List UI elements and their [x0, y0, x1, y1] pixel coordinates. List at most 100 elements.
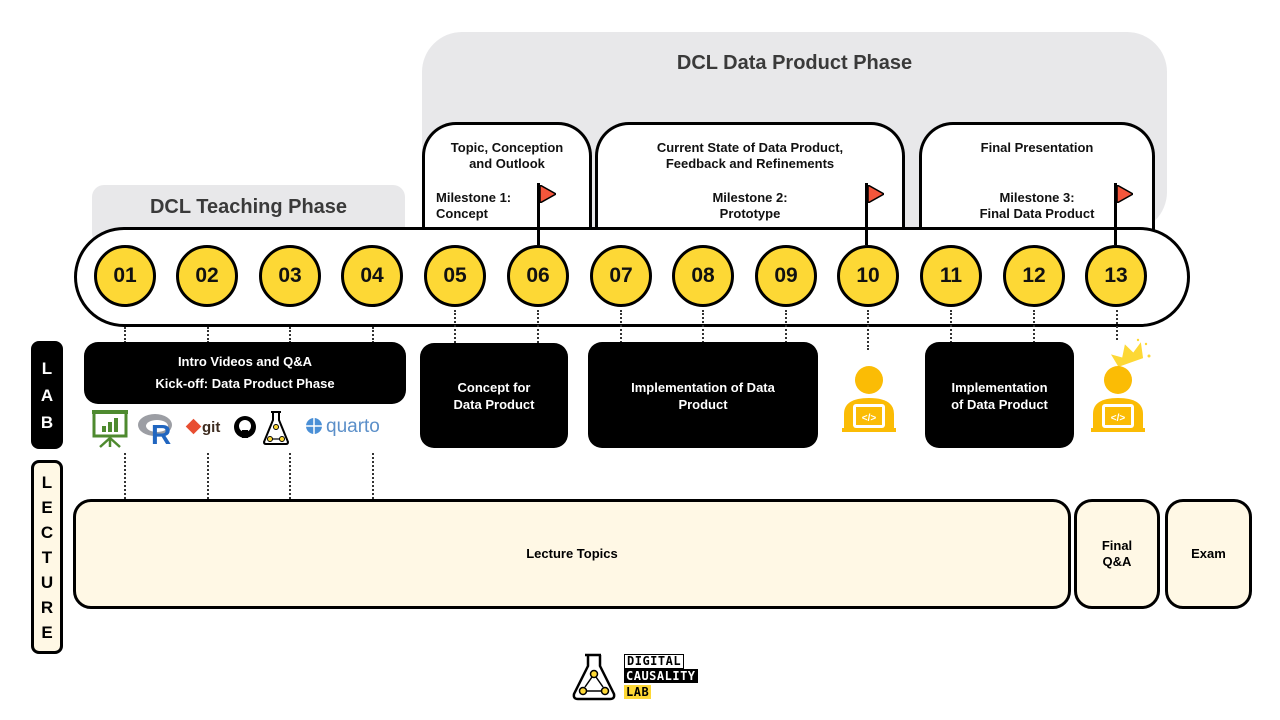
week-10: 10: [837, 245, 899, 307]
lecture-letter: T: [41, 547, 53, 567]
connector-04: [372, 327, 374, 343]
lab-letter: A: [40, 385, 54, 405]
quarto-logo: quarto: [304, 414, 400, 440]
connector-07: [620, 310, 622, 343]
week-06: 06: [507, 245, 569, 307]
week-02: 02: [176, 245, 238, 307]
milestone-3-flag-icon: [1114, 183, 1134, 245]
lecture-letter: E: [41, 497, 53, 517]
lab-intro-line1: Intro Videos and Q&A: [177, 354, 313, 369]
lab-concept-line1: Concept for: [457, 379, 531, 395]
milestone-1-name: Concept: [436, 206, 488, 221]
lab-impl2-line1: Implementation: [951, 380, 1048, 395]
lab-concept-box: Concept for Data Product: [420, 343, 568, 448]
logo-line-causality: CAUSALITY: [624, 669, 698, 683]
milestone-1-label: Milestone 1: Concept: [436, 190, 511, 222]
connector-03: [289, 327, 291, 343]
git-logo: git: [185, 416, 231, 440]
connector-01: [124, 327, 126, 343]
milestone-2-topic: Current State of Data Product, Feedback …: [600, 140, 900, 172]
logo-line-digital: DIGITAL: [624, 654, 685, 669]
week-03: 03: [259, 245, 321, 307]
week-01: 01: [94, 245, 156, 307]
lecture-connector-04: [372, 453, 374, 499]
week-07: 07: [590, 245, 652, 307]
exam-box: Exam: [1165, 499, 1252, 609]
dcl-flask-logo: [262, 410, 290, 446]
milestone-2-box: [595, 122, 905, 232]
milestone-3-number: Milestone 3:: [999, 190, 1075, 205]
week-12: 12: [1003, 245, 1065, 307]
digital-causality-lab-logo: DIGITAL CAUSALITY LAB: [570, 652, 712, 702]
final-qa-line1: Final: [1101, 538, 1133, 553]
lab-intro-box: Intro Videos and Q&A Kick-off: Data Prod…: [84, 342, 406, 404]
connector-09: [785, 310, 787, 343]
milestone-1-topic-line2: and Outlook: [469, 156, 545, 171]
svg-text:</>: </>: [862, 413, 877, 424]
lecture-topics-box: Lecture Topics: [73, 499, 1071, 609]
milestone-3-name: Final Data Product: [979, 206, 1095, 221]
connector-10: [867, 310, 869, 350]
milestone-1-number: Milestone 1:: [436, 190, 512, 205]
developer-winner-icon: </>: [1089, 364, 1147, 434]
milestone-2-name: Prototype: [719, 206, 781, 221]
lab-intro-line2: Kick-off: Data Product Phase: [155, 376, 335, 391]
svg-text:quarto: quarto: [326, 416, 380, 437]
lecture-side-label: L E C T U R E: [31, 460, 63, 654]
presentation-icon: [92, 410, 128, 448]
github-logo: [233, 415, 257, 439]
lab-impl1-line1: Implementation of Data: [631, 380, 775, 395]
milestone-2-topic-line2: Feedback and Refinements: [665, 156, 835, 171]
connector-11: [950, 310, 952, 343]
svg-text:git: git: [202, 419, 220, 436]
lecture-letter: R: [40, 597, 54, 617]
r-logo: R: [137, 411, 177, 450]
week-13: 13: [1085, 245, 1147, 307]
lab-letter: B: [40, 412, 54, 432]
lab-letter: L: [41, 358, 53, 378]
milestone-3-topic: Final Presentation: [980, 140, 1094, 155]
final-qa-line2: Q&A: [1102, 554, 1132, 569]
logo-line-lab: LAB: [624, 685, 652, 699]
milestone-1-topic: Topic, Conception and Outlook: [430, 140, 584, 172]
connector-02: [207, 327, 209, 343]
lab-implementation-box-1: Implementation of Data Product: [588, 342, 818, 448]
milestone-1-topic-line1: Topic, Conception: [450, 140, 564, 155]
connector-06: [537, 310, 539, 343]
connector-08: [702, 310, 704, 343]
week-05: 05: [424, 245, 486, 307]
connector-13: [1116, 310, 1118, 340]
milestone-1-box: [422, 122, 592, 232]
svg-text:</>: </>: [1111, 413, 1126, 424]
week-08: 08: [672, 245, 734, 307]
milestone-2-label: Milestone 2: Prototype: [680, 190, 820, 222]
lab-impl1-line2: Product: [678, 397, 728, 412]
lecture-connector-01: [124, 453, 126, 499]
teaching-phase-title: DCL Teaching Phase: [149, 196, 348, 218]
lab-impl2-line2: of Data Product: [951, 397, 1048, 412]
lab-side-label: L A B: [31, 341, 63, 449]
lecture-letter: C: [40, 522, 54, 542]
milestone-3-label: Milestone 3: Final Data Product: [960, 190, 1114, 222]
week-04: 04: [341, 245, 403, 307]
milestone-2-topic-line1: Current State of Data Product,: [656, 140, 844, 155]
week-09: 09: [755, 245, 817, 307]
lecture-letter: L: [41, 472, 53, 492]
data-product-phase-title: DCL Data Product Phase: [676, 52, 913, 74]
developer-person-icon: </>: [840, 364, 898, 434]
milestone-2-number: Milestone 2:: [712, 190, 788, 205]
connector-05: [454, 310, 456, 343]
final-qa-box: Final Q&A: [1074, 499, 1160, 609]
lecture-letter: E: [41, 622, 53, 642]
week-11: 11: [920, 245, 982, 307]
crown-icon: [1108, 338, 1154, 372]
milestone-2-flag-icon: [865, 183, 885, 245]
lecture-connector-03: [289, 453, 291, 499]
svg-text:R: R: [151, 419, 171, 445]
lecture-connector-02: [207, 453, 209, 499]
lab-concept-line2: Data Product: [453, 396, 535, 412]
connector-12: [1033, 310, 1035, 343]
milestone-1-flag-icon: [537, 183, 557, 245]
lab-implementation-box-2: Implementation of Data Product: [925, 342, 1074, 448]
lecture-letter: U: [40, 572, 54, 592]
